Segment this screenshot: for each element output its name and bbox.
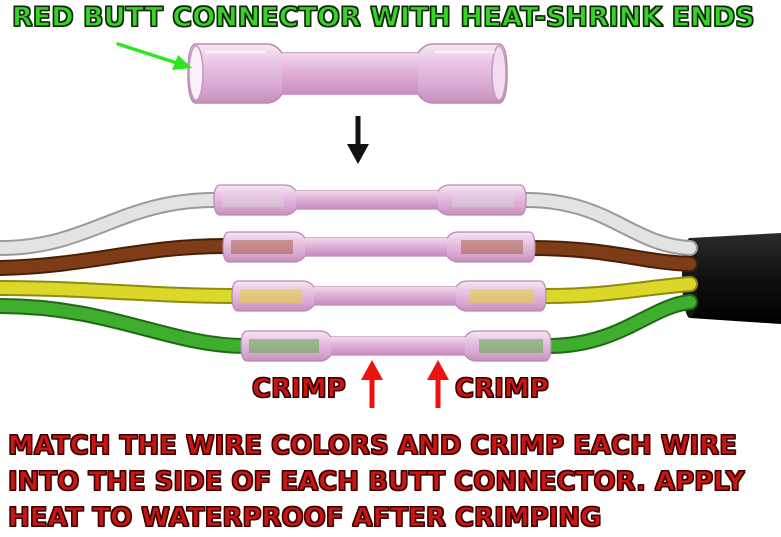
white-wire xyxy=(0,192,698,256)
brown-wire xyxy=(0,238,698,276)
crimp-label-left: CRIMP xyxy=(252,374,347,405)
connector-yellow xyxy=(231,280,547,312)
instructions-text: MATCH THE WIRE COLORS AND CRIMP EACH WIR… xyxy=(8,428,778,536)
wires xyxy=(0,192,698,354)
instruction-line: MATCH THE WIRE COLORS AND CRIMP EACH WIR… xyxy=(8,431,738,462)
instruction-line: HEAT TO WATERPROOF AFTER CRIMPING xyxy=(8,503,602,534)
yellow-wire xyxy=(0,276,698,304)
crimp-label-right: CRIMP xyxy=(455,374,550,405)
diagram-title: RED BUTT CONNECTOR WITH HEAT-SHRINK ENDS xyxy=(11,1,755,33)
connector-green xyxy=(240,330,552,362)
crimp-arrow-right-icon xyxy=(427,360,449,408)
pointer-arrow-icon xyxy=(116,42,192,70)
connector-brown xyxy=(222,231,536,263)
instruction-line: INTO THE SIDE OF EACH BUTT CONNECTOR. AP… xyxy=(8,467,746,498)
loose-butt-connector xyxy=(187,43,508,104)
connector-white xyxy=(213,184,527,216)
crimp-arrow-left-icon xyxy=(361,360,383,408)
down-arrow-icon xyxy=(347,116,369,164)
green-wire xyxy=(0,294,698,354)
